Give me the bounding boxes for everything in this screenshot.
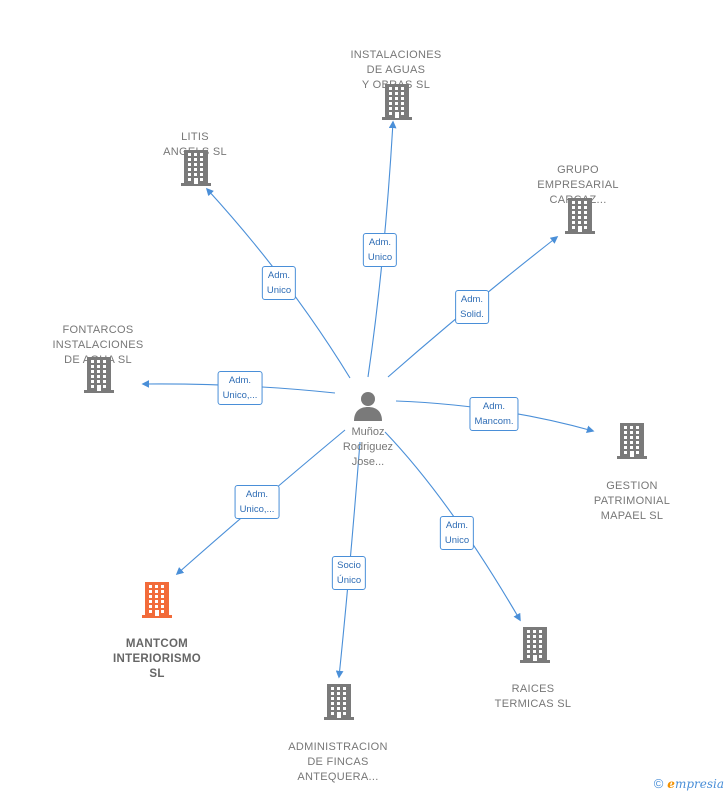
building-icon[interactable] xyxy=(180,150,212,186)
edge-label-mantcom: Adm. Unico,... xyxy=(234,485,280,519)
edge-line-raices xyxy=(384,431,521,622)
building-icon[interactable] xyxy=(616,423,648,459)
company-name: GRUPO EMPRESARIAL CARCAZ... xyxy=(537,164,619,206)
person-icon[interactable] xyxy=(352,390,384,422)
company-node-mantcom[interactable]: MANTCOM INTERIORISMO SL xyxy=(82,622,232,682)
building-icon[interactable] xyxy=(519,627,551,663)
edge-label-gestion: Adm. Mancom. xyxy=(469,397,519,431)
company-name: RAICES TERMICAS SL xyxy=(494,683,572,710)
company-name: MANTCOM INTERIORISMO SL xyxy=(113,638,201,680)
edge-label-administracion: Socio Único xyxy=(331,556,367,590)
company-node-grupo-empresarial[interactable]: GRUPO EMPRESARIAL CARCAZ... xyxy=(503,148,653,208)
edge-label-raices: Adm. Unico xyxy=(439,516,475,550)
brand-footer: © empresia xyxy=(654,776,724,791)
company-name: GESTION PATRIMONIAL MAPAEL SL xyxy=(593,480,671,522)
brand-initial: e xyxy=(667,776,675,791)
company-node-administracion-fincas[interactable]: ADMINISTRACION DE FINCAS ANTEQUERA... xyxy=(263,725,413,785)
edge-label-litis: Adm. Unico xyxy=(261,266,297,300)
building-icon[interactable] xyxy=(83,357,115,393)
building-icon-highlighted[interactable] xyxy=(141,582,173,618)
company-node-gestion-patrimonial[interactable]: GESTION PATRIMONIAL MAPAEL SL xyxy=(557,464,707,524)
edge-label-instalaciones: Adm. Unico xyxy=(362,233,398,267)
building-icon[interactable] xyxy=(564,198,596,234)
center-person-name[interactable]: Muñoz Rodriguez Jose... xyxy=(342,426,394,468)
building-icon[interactable] xyxy=(381,84,413,120)
copyright-symbol: © xyxy=(653,776,664,791)
company-node-raices-termicas[interactable]: RAICES TERMICAS SL xyxy=(458,667,608,712)
building-icon[interactable] xyxy=(323,684,355,720)
edge-label-grupo: Adm. Solid. xyxy=(455,290,489,324)
brand-name: mpresia xyxy=(674,776,724,791)
company-name: ADMINISTRACION DE FINCAS ANTEQUERA... xyxy=(288,741,388,783)
edge-label-fontarcos: Adm. Unico,... xyxy=(217,371,263,405)
brand-logo[interactable]: empresia xyxy=(667,777,724,791)
